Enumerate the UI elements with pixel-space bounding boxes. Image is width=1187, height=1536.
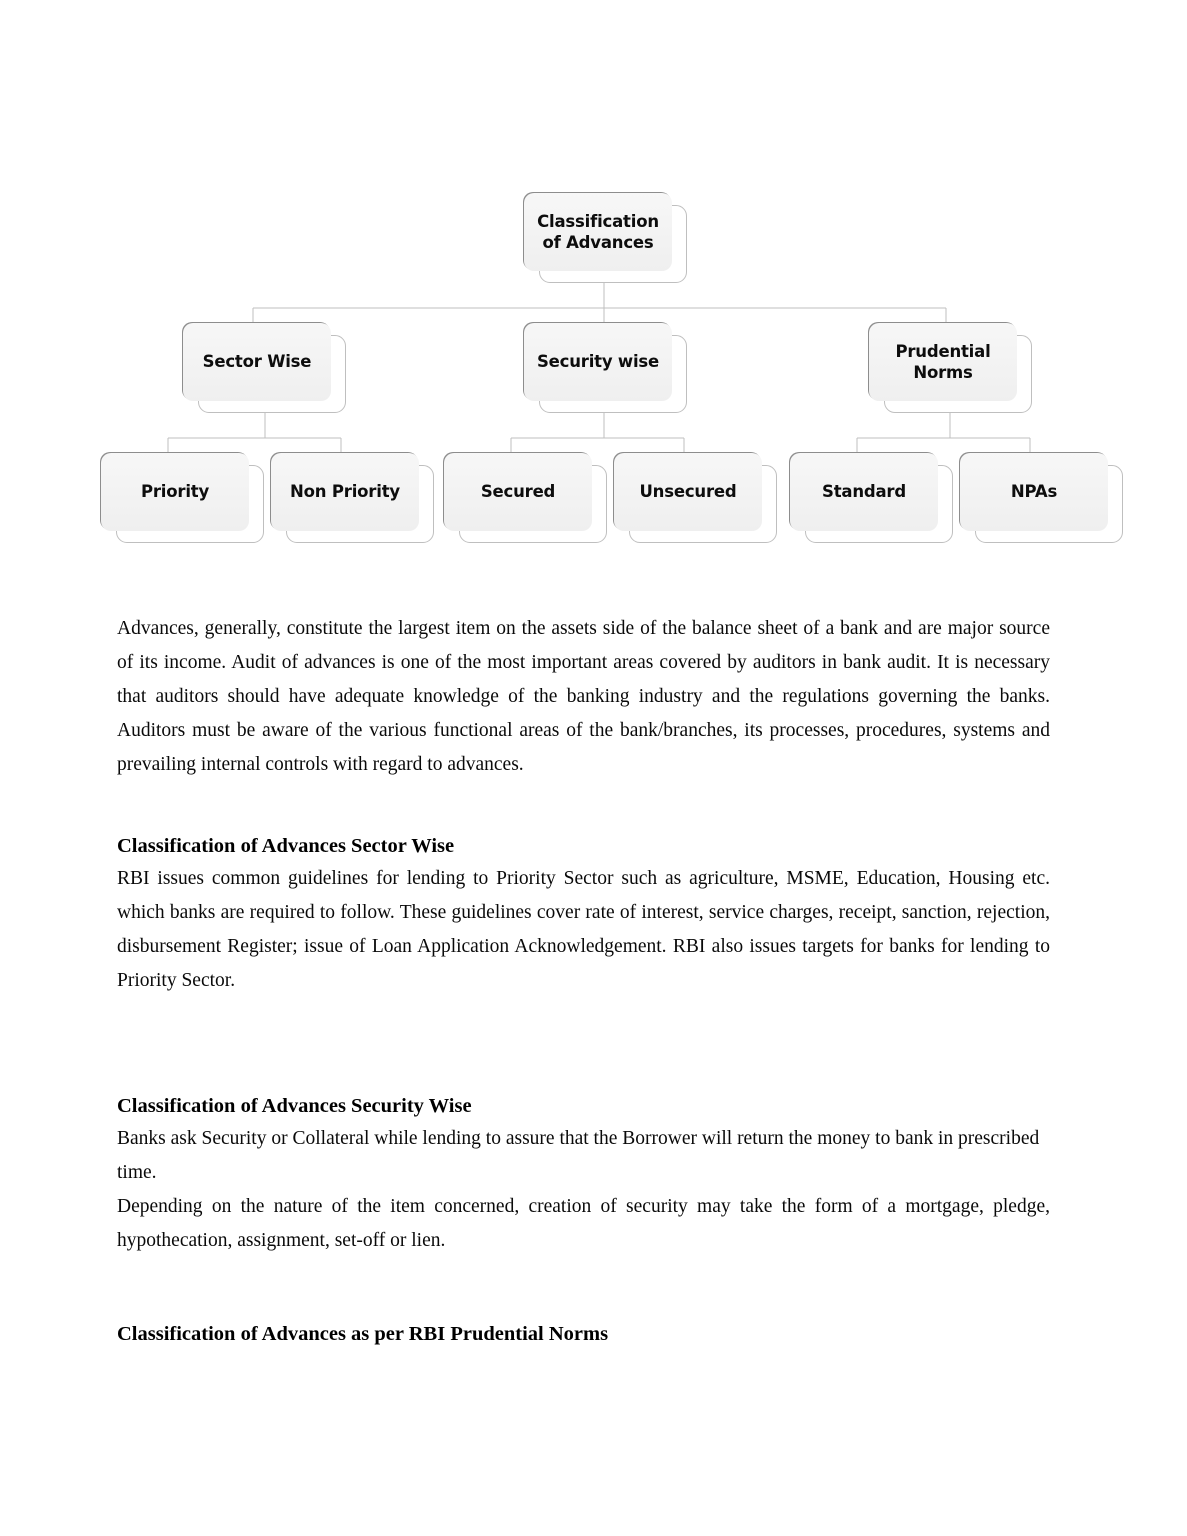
org-node-label: NPAs: [1010, 482, 1058, 502]
org-node-npas: NPAs: [959, 452, 1123, 543]
org-node-label: Non Priority: [290, 482, 400, 502]
org-node-plate: Unsecured: [614, 453, 762, 531]
org-node-card: Security wise: [524, 323, 687, 413]
org-node-plate: Security wise: [524, 323, 672, 401]
org-node-plate: Priority: [101, 453, 249, 531]
intro-paragraph: Advances, generally, constitute the larg…: [117, 618, 1050, 775]
org-node-root: Classification of Advances: [523, 192, 687, 283]
org-node-label: Classification of Advances: [537, 211, 659, 252]
paragraph-security-wise-2: Depending on the nature of the item conc…: [117, 1196, 1050, 1251]
org-node-label: Unsecured: [639, 482, 737, 502]
heading-security-wise: Classification of Advances Security Wise: [117, 1095, 472, 1117]
org-node-secured: Secured: [443, 452, 607, 543]
org-node-unsecured: Unsecured: [613, 452, 777, 543]
spacer: [117, 782, 1050, 830]
spacer: [117, 998, 1050, 1090]
org-node-standard: Standard: [789, 452, 953, 543]
paragraph-sector-wise: RBI issues common guidelines for lending…: [117, 868, 1050, 991]
org-node-label: Prudential Norms: [895, 341, 991, 382]
org-node-non-priority: Non Priority: [270, 452, 434, 543]
org-node-plate: Classification of Advances: [524, 193, 672, 271]
org-node-label: Standard: [822, 482, 906, 502]
org-node-card: Unsecured: [614, 453, 777, 543]
org-node-security-wise: Security wise: [523, 322, 687, 413]
spacer: [117, 1258, 1050, 1318]
org-node-card: Priority: [101, 453, 264, 543]
org-node-plate: NPAs: [960, 453, 1108, 531]
heading-sector-wise: Classification of Advances Sector Wise: [117, 835, 455, 857]
org-node-sector-wise: Sector Wise: [182, 322, 346, 413]
org-node-card: Secured: [444, 453, 607, 543]
org-node-label: Sector Wise: [202, 352, 312, 372]
org-node-card: Classification of Advances: [524, 193, 687, 283]
org-node-plate: Standard: [790, 453, 938, 531]
org-node-label: Security wise: [536, 352, 660, 372]
org-node-prudential: Prudential Norms: [868, 322, 1032, 413]
org-node-plate: Prudential Norms: [869, 323, 1017, 401]
org-node-priority: Priority: [100, 452, 264, 543]
paragraph-security-wise-1: Banks ask Security or Collateral while l…: [117, 1128, 1040, 1183]
org-node-card: NPAs: [960, 453, 1123, 543]
org-node-label: Secured: [480, 482, 556, 502]
org-node-card: Non Priority: [271, 453, 434, 543]
org-node-plate: Sector Wise: [183, 323, 331, 401]
org-node-card: Sector Wise: [183, 323, 346, 413]
heading-prudential-norms: Classification of Advances as per RBI Pr…: [117, 1323, 609, 1345]
document-body: Advances, generally, constitute the larg…: [117, 612, 1050, 1350]
org-node-plate: Non Priority: [271, 453, 419, 531]
org-node-label: Priority: [140, 482, 210, 502]
org-node-plate: Secured: [444, 453, 592, 531]
org-node-card: Standard: [790, 453, 953, 543]
org-node-card: Prudential Norms: [869, 323, 1032, 413]
